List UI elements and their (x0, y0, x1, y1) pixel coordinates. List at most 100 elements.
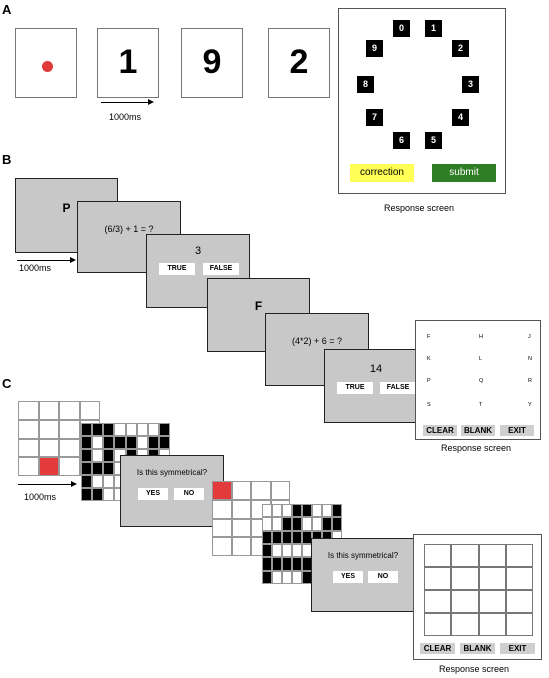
symmetry-pattern-1-cell (92, 436, 104, 449)
correction-button[interactable]: correction (350, 164, 414, 182)
symmetry-pattern-1-cell (92, 423, 104, 436)
letter-option-N[interactable]: N (528, 356, 532, 362)
equation-2: (4*2) + 6 = ? (291, 336, 343, 346)
symmetry-question-1: Is this symmetrical? (136, 468, 208, 477)
symmetry-pattern-2-cell (282, 530, 292, 544)
response-caption-c: Response screen (439, 664, 510, 674)
symmetry-pattern-1-cell (136, 423, 148, 436)
symmetry-pattern-2-cell (302, 530, 312, 544)
blank-button-b[interactable]: BLANK (461, 425, 495, 436)
blank-button-c[interactable]: BLANK (460, 643, 495, 654)
digit-2: 9 (202, 43, 222, 81)
true-button-2[interactable]: TRUE (337, 382, 373, 394)
false-button-1[interactable]: FALSE (203, 263, 239, 275)
symmetry-pattern-2-cell (292, 570, 302, 584)
symmetry-pattern-1-cell (114, 436, 126, 449)
clock-number-5[interactable]: 5 (425, 132, 442, 149)
symmetry-pattern-2-cell (292, 504, 302, 518)
symmetry-pattern-1-cell (81, 475, 93, 488)
symmetry-pattern-1-cell (158, 436, 170, 449)
symmetry-pattern-2-cell (272, 543, 282, 558)
letter-option-Q[interactable]: Q (479, 378, 484, 384)
symmetry-question-2: Is this symmetrical? (327, 551, 399, 560)
timing-arrow-head-c (71, 481, 77, 487)
symmetry-pattern-1-cell (147, 436, 159, 449)
symmetry-pattern-2-cell (322, 504, 332, 518)
symmetry-pattern-1-cell (92, 449, 104, 462)
symmetry-pattern-1-cell (103, 475, 115, 488)
clock-number-9[interactable]: 9 (366, 40, 383, 57)
symmetry-pattern-1-cell (103, 449, 115, 462)
digit-1: 1 (118, 43, 138, 81)
letter-option-F[interactable]: F (427, 334, 431, 340)
true-button-1[interactable]: TRUE (159, 263, 195, 275)
letter-option-P[interactable]: P (427, 378, 431, 384)
symmetry-pattern-1-cell (114, 423, 126, 436)
symmetry-pattern-2-cell (332, 504, 342, 518)
symmetry-pattern-1-cell (125, 436, 137, 449)
letter-option-J[interactable]: J (528, 334, 531, 340)
clock-number-8[interactable]: 8 (357, 76, 374, 93)
letter-option-L[interactable]: L (479, 356, 483, 362)
symmetry-question-screen-1: Is this symmetrical? YES NO (120, 455, 224, 527)
symmetry-pattern-2-cell (272, 517, 282, 531)
clock-number-2[interactable]: 2 (452, 40, 469, 57)
symmetry-pattern-1-cell (81, 449, 93, 462)
no-button-2[interactable]: NO (368, 571, 398, 583)
symmetry-pattern-2-cell (322, 517, 332, 531)
symmetry-pattern-2-cell (262, 543, 272, 558)
symmetry-pattern-1-cell (81, 462, 93, 475)
panel-a-label: A (2, 2, 12, 17)
digit-screen-1: 1 (97, 28, 159, 98)
symmetry-pattern-2-cell (272, 530, 282, 544)
letter-option-K[interactable]: K (427, 356, 431, 362)
no-button-1[interactable]: NO (174, 488, 204, 500)
letter-2: F (254, 299, 263, 313)
symmetry-pattern-2-cell (312, 504, 322, 518)
submit-button[interactable]: submit (432, 164, 496, 182)
timing-label-c: 1000ms (24, 492, 57, 502)
clear-button-b[interactable]: CLEAR (423, 425, 457, 436)
clock-number-0[interactable]: 0 (393, 20, 410, 37)
symmetry-pattern-1-cell (103, 436, 115, 449)
answer-screen-2: 14 TRUE FALSE (324, 349, 428, 423)
location-red-cell-1 (38, 457, 59, 476)
clear-button-c[interactable]: CLEAR (420, 643, 455, 654)
exit-button-b[interactable]: EXIT (500, 425, 534, 436)
response-caption-b: Response screen (441, 443, 512, 453)
digit-screen-2: 9 (181, 28, 243, 98)
clock-number-6[interactable]: 6 (393, 132, 410, 149)
false-button-2[interactable]: FALSE (380, 382, 416, 394)
timing-arrow-head-b (70, 257, 76, 263)
fixation-dot (42, 61, 53, 72)
yes-button-1[interactable]: YES (138, 488, 168, 500)
clock-number-7[interactable]: 7 (366, 109, 383, 126)
symmetry-pattern-2-cell (282, 543, 292, 558)
letter-option-H[interactable]: H (479, 334, 483, 340)
letter-option-S[interactable]: S (427, 402, 431, 408)
equation-1: (6/3) + 1 = ? (104, 224, 154, 234)
letter-option-R[interactable]: R (528, 378, 532, 384)
timing-arrow-b (17, 260, 70, 261)
symmetry-pattern-1-cell (158, 423, 170, 436)
symmetry-pattern-1-cell (81, 436, 93, 449)
response-grid[interactable] (424, 544, 533, 636)
fixation-screen (15, 28, 77, 98)
symmetry-pattern-1-cell (125, 423, 137, 436)
timing-label-a: 1000ms (109, 112, 142, 122)
symmetry-pattern-1-cell (103, 488, 115, 501)
letter-option-T[interactable]: T (479, 402, 483, 408)
symmetry-pattern-2-cell (292, 530, 302, 544)
response-screen-a: 0 1 2 3 4 5 6 7 8 9 correction submit (338, 8, 506, 194)
symmetry-pattern-1-cell (136, 436, 148, 449)
symmetry-pattern-2-cell (332, 517, 342, 531)
symmetry-pattern-2-cell (292, 557, 302, 571)
clock-number-3[interactable]: 3 (462, 76, 479, 93)
clock-number-4[interactable]: 4 (452, 109, 469, 126)
letter-option-Y[interactable]: Y (528, 402, 532, 408)
clock-number-1[interactable]: 1 (425, 20, 442, 37)
exit-button-c[interactable]: EXIT (500, 643, 535, 654)
symmetry-pattern-2-cell (282, 570, 292, 584)
timing-arrow-c (18, 484, 71, 485)
yes-button-2[interactable]: YES (333, 571, 363, 583)
